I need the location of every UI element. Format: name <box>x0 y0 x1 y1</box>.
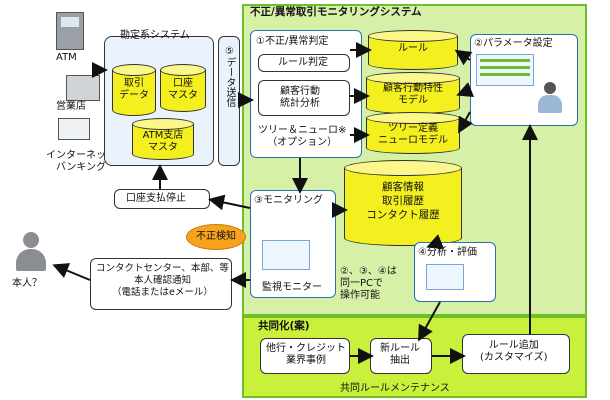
customer-analysis-box <box>258 80 350 116</box>
db-rules: ルール <box>368 30 458 70</box>
branch-pc-icon <box>66 75 100 101</box>
shared-title: 共同化(案) <box>258 320 310 332</box>
analysis-screen-icon <box>426 264 464 290</box>
rule-judgment-box <box>258 54 350 72</box>
same-pc-note: ②、③、④は 同一PCで 操作可能 <box>340 266 397 301</box>
data-send-label: ⑤データ送信 <box>224 46 235 107</box>
db-customer-info: 顧客情報 取引履歴 コンタクト履歴 <box>344 160 462 246</box>
new-rule-label: 新ルール 抽出 <box>380 343 420 366</box>
contact-center-box <box>90 258 232 310</box>
tree-neuro-label: ツリー＆ニューロ※ （オプション） <box>258 125 347 148</box>
monitor-label: 監視モニター <box>262 282 322 293</box>
internet-banking-icon <box>58 118 90 140</box>
rule-add-label: ルール追加 (カスタマイズ) <box>480 340 548 363</box>
stop-payment-label: 口座支払停止 <box>126 193 186 204</box>
person-icon <box>14 232 48 272</box>
db-transactions: 取引 データ <box>112 64 156 116</box>
parameter-screen-icon <box>476 54 534 86</box>
customer-analysis-label: 顧客行動 統計分析 <box>280 86 320 109</box>
contact-center-label: コンタクトセンター、本部、等 本人確認通知 （電話またはeメール） <box>96 263 229 298</box>
monitoring-system-title: 不正/異常取引モニタリングシステム <box>250 6 422 18</box>
db-atm-branch-master: ATM支店 マスタ <box>132 118 194 160</box>
other-industry-box <box>260 338 350 374</box>
rule-judgment-label: ルール判定 <box>278 57 328 68</box>
new-rule-box <box>370 338 432 374</box>
shared-maintenance-label: 共同ルールメンテナンス <box>340 383 450 394</box>
fraud-detect-badge: 不正検知 <box>186 224 246 250</box>
step2-label: ②パラメータ設定 <box>474 38 553 49</box>
db-tree-model: ツリー定義 ニューロモデル <box>366 112 460 154</box>
internet-banking-label: インターネット バンキング <box>46 150 116 173</box>
person-label: 本人？ <box>12 278 42 289</box>
monitor-screen-icon <box>262 240 310 270</box>
step4-label: ④分析・評価 <box>418 247 477 258</box>
branch-label: 営業店 <box>56 101 86 112</box>
db-account-master: 口座 マスタ <box>160 64 206 112</box>
step3-label: ③モニタリング <box>254 195 323 206</box>
other-industry-label: 他行・クレジット 業界事例 <box>266 343 346 366</box>
atm-label: ATM <box>56 52 77 63</box>
step1-label: ①不正/異常判定 <box>256 36 329 47</box>
operator-icon <box>536 82 564 116</box>
atm-icon <box>56 12 84 50</box>
account-system-title: 勘定系システム <box>120 30 190 41</box>
